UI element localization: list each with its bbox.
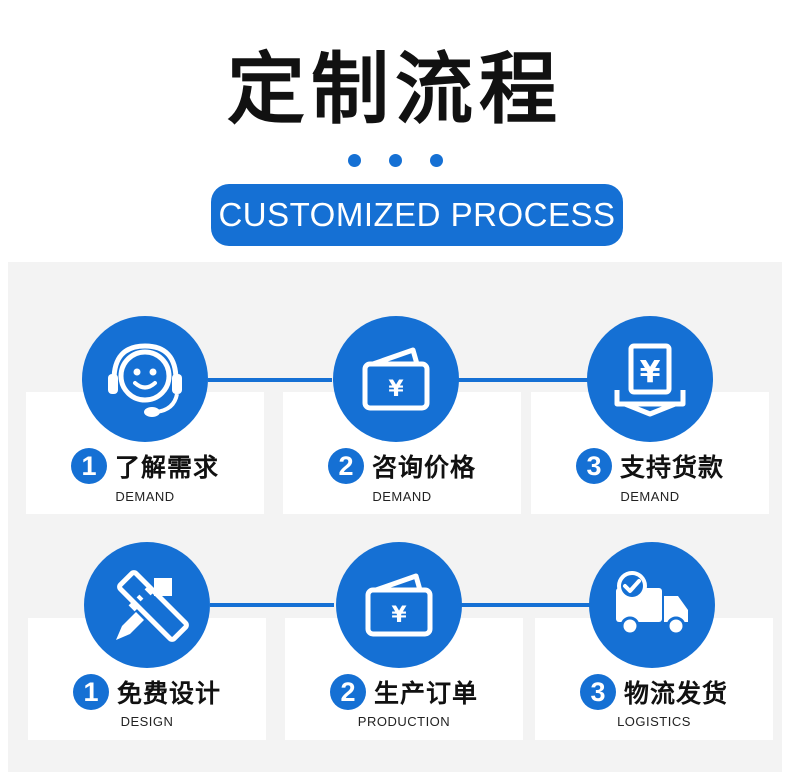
step-heading: 2 咨询价格	[283, 448, 521, 484]
connector-line	[210, 603, 334, 607]
step-sublabel: DEMAND	[372, 489, 432, 504]
step-circle: ¥	[333, 316, 459, 442]
step-label: 生产订单	[373, 679, 478, 708]
step-number-badge: 1	[70, 448, 107, 484]
step-circle	[82, 316, 208, 442]
step-heading: 1 免费设计	[28, 674, 266, 710]
step-sublabel: DEMAND	[620, 489, 680, 504]
step-number-badge: 2	[327, 448, 364, 484]
connector-line	[458, 378, 592, 382]
step-sublabel: LOGISTICS	[617, 714, 691, 729]
step-heading: 3 支持货款	[531, 448, 769, 484]
step-circle	[589, 542, 715, 668]
page-title: 定制流程	[226, 45, 563, 135]
step-sublabel: PRODUCTION	[357, 714, 451, 729]
step-heading: 1 了解需求	[26, 448, 264, 484]
svg-text:¥: ¥	[388, 377, 404, 402]
step-number-badge: 1	[72, 674, 109, 710]
wallet-yen-icon: ¥	[354, 560, 444, 650]
dot	[429, 154, 443, 167]
headset-smiley-icon	[100, 334, 190, 424]
subtitle-banner: CUSTOMIZED PROCESS	[211, 184, 623, 246]
decorative-dots	[0, 154, 790, 167]
step-number-badge: 3	[579, 674, 616, 710]
wallet-yen-icon: ¥	[351, 334, 441, 424]
step-label: 咨询价格	[371, 453, 476, 482]
step-label: 了解需求	[114, 453, 219, 482]
step-number-badge: 3	[575, 448, 612, 484]
step-sublabel: DESIGN	[120, 714, 174, 729]
svg-text:¥: ¥	[391, 603, 407, 628]
ruler-pencil-icon	[102, 560, 192, 650]
connector-line	[460, 603, 594, 607]
dot	[388, 154, 402, 167]
yen-payment-tray-icon: ¥	[605, 334, 695, 424]
dot	[347, 154, 361, 167]
step-label: 支持货款	[619, 453, 724, 482]
step-circle	[84, 542, 210, 668]
svg-text:¥: ¥	[640, 355, 661, 390]
connector-line	[208, 378, 332, 382]
step-sublabel: DEMAND	[115, 489, 175, 504]
step-circle: ¥	[587, 316, 713, 442]
step-number-badge: 2	[329, 674, 366, 710]
delivery-truck-icon	[606, 560, 698, 650]
step-circle: ¥	[336, 542, 462, 668]
header: 定制流程 CUSTOMIZED PROCESS	[0, 0, 790, 262]
step-heading: 3 物流发货	[535, 674, 773, 710]
step-heading: 2 生产订单	[285, 674, 523, 710]
step-label: 免费设计	[116, 679, 221, 708]
step-label: 物流发货	[623, 679, 728, 708]
